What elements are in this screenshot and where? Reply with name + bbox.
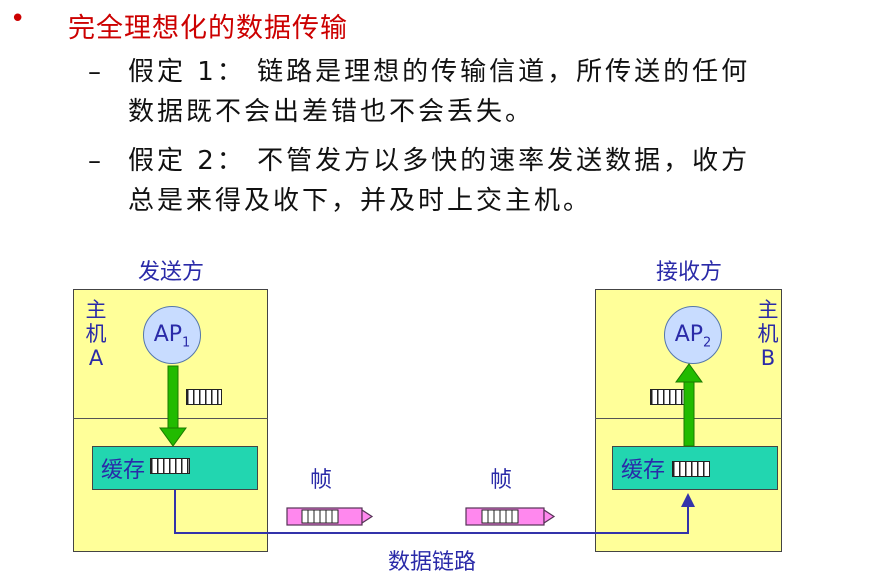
- receiver-label: 接收方: [656, 260, 723, 285]
- assumption-1-line-2: 数据既不会出差错也不会丢失。: [128, 97, 535, 127]
- receiver-ap-sub: 2: [703, 335, 712, 351]
- sender-host-char-2: 机: [85, 322, 107, 346]
- receiver-green-arrow: [675, 363, 703, 447]
- sender-host-char-1: 主: [85, 298, 107, 322]
- sender-host-label: 主 机 A: [84, 298, 108, 370]
- receiver-ap: AP2: [664, 306, 722, 364]
- receiver-host-label: 主 机 B: [756, 298, 780, 370]
- sender-host-char-3: A: [88, 346, 104, 370]
- frame-arrow-1: [286, 507, 374, 526]
- sender-ap: AP1: [143, 306, 201, 364]
- receiver-host-char-1: 主: [757, 298, 779, 322]
- data-link-label: 数据链路: [388, 550, 477, 575]
- receiver-host-char-2: 机: [757, 322, 779, 346]
- assumption-2-line-1: 假定 2： 不管发方以多快的速率发送数据，收方: [128, 146, 751, 176]
- frame-label-2: 帧: [490, 468, 513, 493]
- receiver-ap-text: AP: [674, 322, 704, 347]
- assumption-2-line-2: 总是来得及收下，并及时上交主机。: [128, 186, 593, 216]
- assumption-1-line-1: 假定 1： 链路是理想的传输信道，所传送的任何: [128, 57, 751, 87]
- sender-ap-text: AP: [153, 322, 183, 347]
- data-link-line: [174, 490, 695, 534]
- sender-label: 发送方: [138, 260, 205, 285]
- sender-queue-frames: [186, 389, 222, 405]
- sender-buffer-frames: [150, 458, 190, 474]
- sender-ap-sub: 1: [182, 335, 191, 351]
- dash: –: [88, 146, 104, 176]
- heading: 完全理想化的数据传输: [68, 13, 348, 44]
- frame-label-1: 帧: [310, 468, 333, 493]
- receiver-host-char-3: B: [760, 346, 776, 370]
- dash: –: [88, 57, 104, 87]
- receiver-buffer-frames: [672, 461, 710, 477]
- frame-arrow-2: [465, 507, 556, 526]
- assumption-1: –假定 1： 链路是理想的传输信道，所传送的任何 数据既不会出差错也不会丢失。: [88, 52, 750, 132]
- receiver-queue-frames: [650, 389, 686, 405]
- receiver-buffer-label: 缓存: [621, 458, 666, 483]
- assumption-2: –假定 2： 不管发方以多快的速率发送数据，收方 总是来得及收下，并及时上交主机…: [88, 141, 750, 221]
- sender-buffer-label: 缓存: [101, 458, 146, 483]
- bullet: •: [10, 4, 26, 34]
- sender-green-arrow: [159, 365, 187, 447]
